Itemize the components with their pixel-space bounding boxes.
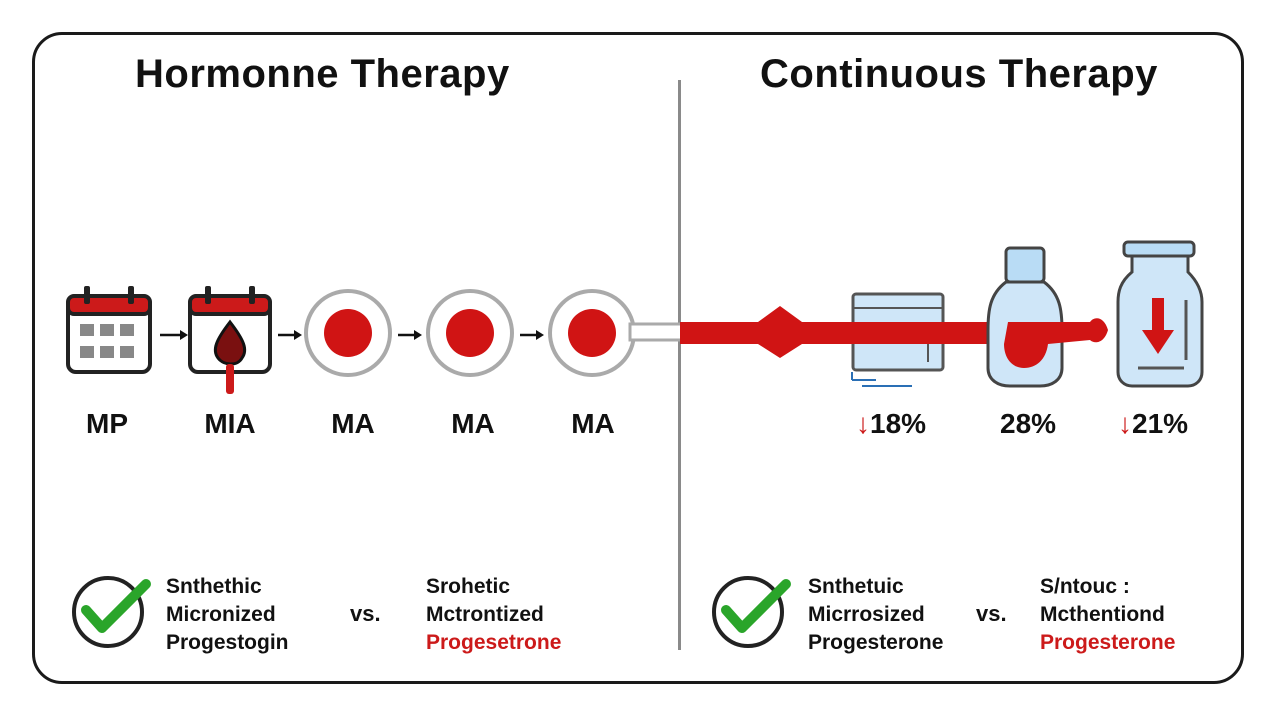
stat-1: ↓18% — [856, 408, 927, 439]
arrow-3 — [398, 330, 422, 340]
red-dot-icon — [548, 289, 636, 377]
down-arrow-icon: ↓ — [1118, 408, 1132, 439]
down-arrow-icon: ↓ — [856, 408, 870, 439]
flow-line-overlay — [848, 322, 1008, 344]
diagram-frame — [32, 32, 1244, 684]
arrow-1 — [160, 330, 188, 340]
arrow-4 — [520, 330, 544, 340]
flow-line — [680, 306, 1000, 358]
left-title: Hormonne Therapy — [135, 52, 510, 96]
right-title: Continuous Therapy — [760, 52, 1158, 96]
left-option-a: Snthethic Micronized Progestogin — [166, 575, 289, 654]
step-label-2: MIA — [204, 408, 256, 439]
step-label-3: MA — [331, 408, 375, 439]
stat-3: ↓21% — [1118, 408, 1189, 439]
right-option-b: S/ntouc : Mcthentiond Progesterone — [1040, 575, 1176, 654]
red-dot-icon — [304, 289, 392, 377]
step-label-5: MA — [571, 408, 615, 439]
right-vs: vs. — [976, 601, 1007, 626]
calendar-drop-icon — [188, 286, 272, 394]
vial-down-icon — [1116, 240, 1204, 388]
right-option-a: Snthetuic Micrrosized Progesterone — [808, 575, 944, 654]
left-vs: vs. — [350, 601, 381, 626]
connector-bar — [628, 322, 684, 342]
check-icon — [72, 576, 151, 648]
red-dot-icon — [426, 289, 514, 377]
calendar-icon — [66, 286, 152, 374]
bottle-icon — [986, 246, 1108, 388]
check-icon — [712, 576, 791, 648]
left-option-b: Srohetic Mctrontized Progesetrone — [426, 575, 562, 654]
step-label-4: MA — [451, 408, 495, 439]
arrow-2 — [278, 330, 302, 340]
step-label-1: MP — [86, 408, 128, 439]
center-divider — [678, 80, 681, 650]
stat-2: 28% — [1000, 408, 1057, 439]
